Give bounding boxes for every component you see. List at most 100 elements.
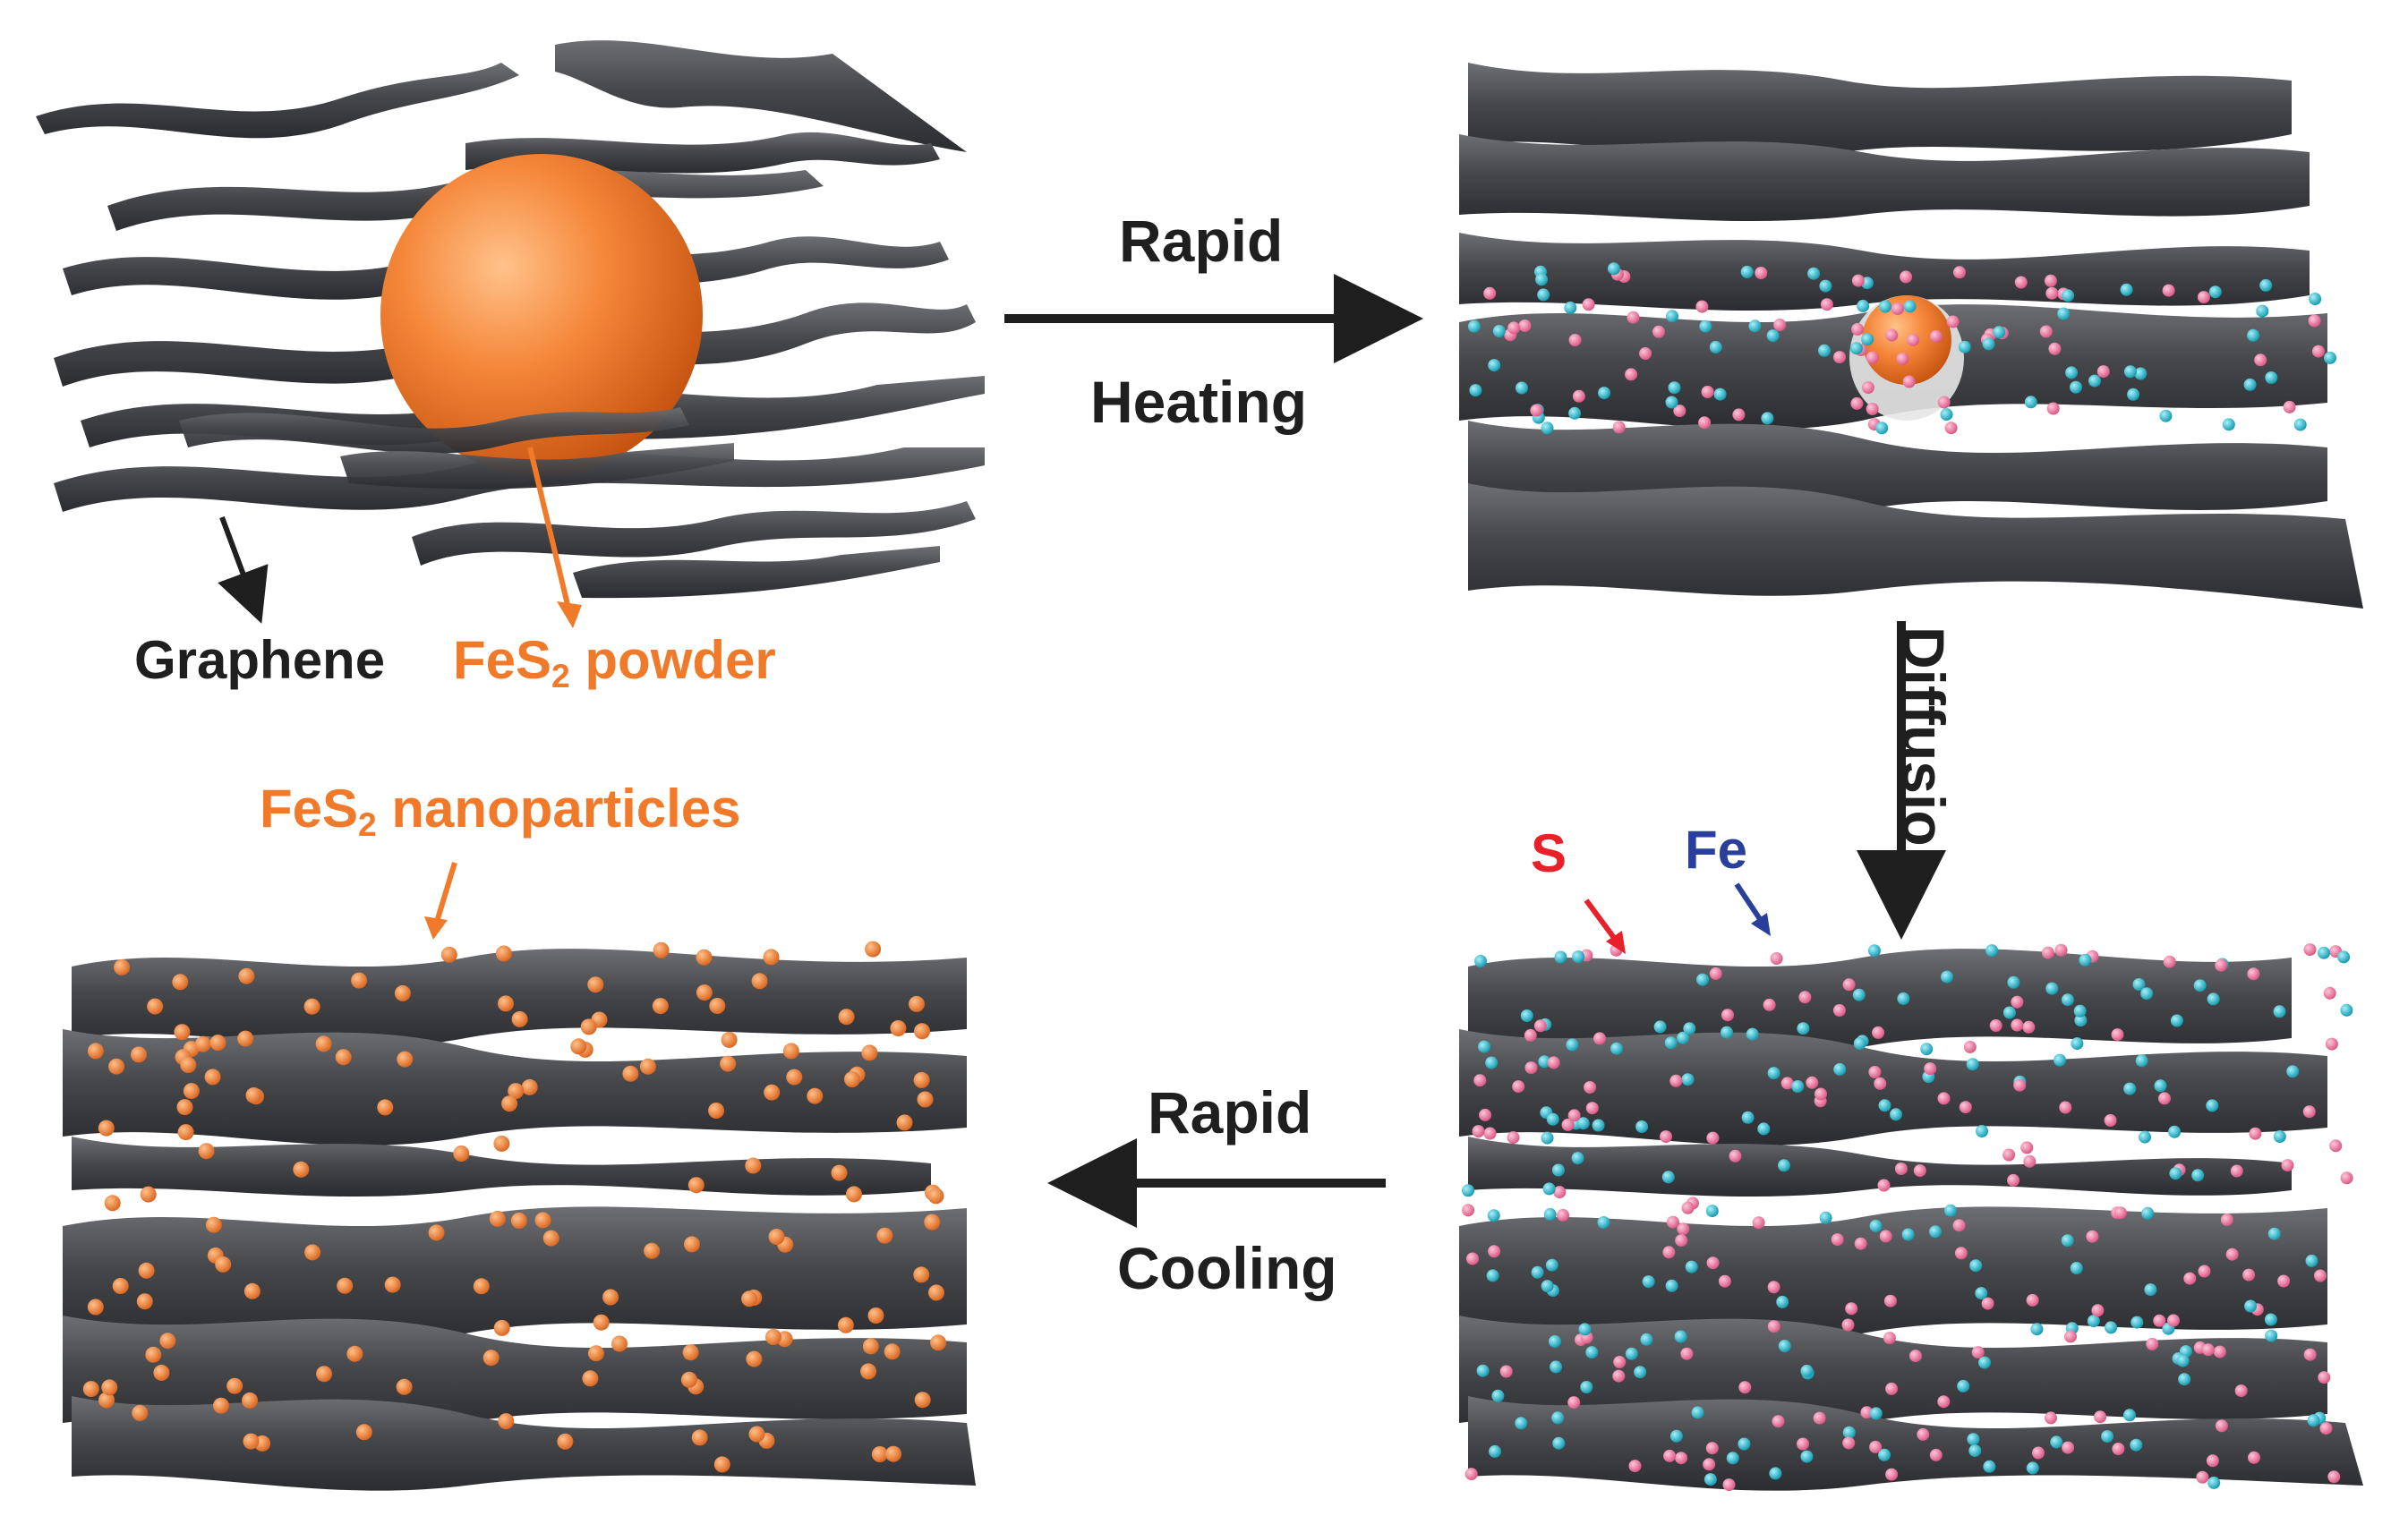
iron-atom <box>1537 288 1550 302</box>
sulfur-atom <box>1907 333 1920 346</box>
sulfur-atom <box>1831 1233 1844 1247</box>
iron-atom <box>1585 1346 1599 1359</box>
iron-atom <box>2050 1435 2063 1449</box>
iron-atom <box>2123 1082 2137 1095</box>
sulfur-atom <box>1512 1080 1525 1094</box>
iron-atom <box>1766 329 1780 343</box>
fes2-nanoparticle-dot <box>397 1051 414 1068</box>
fes2-nanoparticle-dot <box>493 1135 510 1152</box>
sulfur-atom <box>1681 1201 1695 1214</box>
iron-atom <box>1635 1120 1649 1133</box>
iron-atom <box>1978 1356 1991 1369</box>
sulfur-atom <box>2002 1148 2016 1162</box>
fes2-nanoparticle-dot <box>696 984 713 1001</box>
sulfur-atom <box>2247 967 2260 981</box>
fes2-nanoparticle-dot <box>498 995 514 1012</box>
sulfur-atom <box>2104 1114 2117 1127</box>
fes2-nanoparticle-dot <box>684 1236 700 1253</box>
iron-atom <box>2132 978 2146 991</box>
sulfur-atom <box>2064 1330 2077 1343</box>
fes2-nanoparticle-dot <box>114 958 131 975</box>
sulfur-atom <box>1780 1077 1794 1090</box>
sulfur-atom <box>2230 1164 2243 1178</box>
fes2-nanoparticle-dot <box>696 949 713 966</box>
iron-atom <box>1878 1448 1891 1461</box>
sulfur-atom <box>2111 1028 2124 1042</box>
iron-atom <box>1849 342 1863 355</box>
fes2-nanoparticle-dot <box>914 1392 931 1409</box>
sulfur-atom <box>2091 1304 2105 1317</box>
sulfur-atom <box>1767 1281 1780 1294</box>
sulfur-atom <box>1861 381 1874 394</box>
iron-atom <box>2141 1206 2155 1220</box>
sulfur-atom <box>2303 1348 2317 1361</box>
sulfur-pointer <box>1584 899 1619 943</box>
sulfur-atom <box>1557 1208 1569 1222</box>
iron-atom <box>1966 1058 1979 1071</box>
iron-atom <box>2264 1313 2277 1326</box>
fes2-nanoparticle-dot <box>807 1087 824 1104</box>
iron-atom <box>1535 273 1549 286</box>
sulfur-atom <box>1752 1216 1765 1230</box>
iron-atom <box>2273 1130 2286 1143</box>
fes2-nanoparticle-dot <box>860 1363 877 1380</box>
fes2-nanoparticle-dot <box>428 1224 445 1241</box>
fes2-nanoparticle-dot <box>180 1057 197 1073</box>
iron-atom <box>2002 1006 2016 1019</box>
fes2-nanoparticle-dot <box>844 1071 860 1087</box>
sulfur-atom <box>2014 276 2028 289</box>
fes2-nanoparticle-dot <box>680 1371 697 1388</box>
iron-atom <box>1681 1073 1695 1086</box>
fes2-nanoparticle-dot <box>917 1091 934 1108</box>
iron-atom <box>1704 1473 1717 1486</box>
iron-atom <box>2340 1003 2353 1017</box>
iron-atom <box>1580 1381 1593 1393</box>
iron-atom <box>1778 1340 1791 1352</box>
fes2-nanoparticle-dot <box>865 941 882 958</box>
sulfur-atom <box>1652 325 1665 338</box>
sulfur-atom <box>1891 302 1904 316</box>
sulfur-atom <box>1663 1449 1677 1462</box>
iron-atom <box>2073 1004 2087 1018</box>
sulfur-atom <box>1738 1381 1752 1394</box>
fes2-nanoparticle-dot <box>238 967 255 984</box>
sulfur-atom <box>1706 1256 1720 1270</box>
iron-atom <box>1967 1433 1980 1446</box>
iron-atom <box>1642 1275 1655 1289</box>
sulfur-atom <box>1729 1149 1742 1163</box>
iron-atom <box>1592 1119 1605 1132</box>
sulfur-atom <box>1909 1350 1922 1363</box>
fes2-powder-subscript: 2 <box>551 657 570 695</box>
sulfur-atom <box>2314 1269 2327 1282</box>
fes2-nanoparticle-dot <box>174 1024 191 1041</box>
sulfur-atom <box>2013 1078 2027 1092</box>
fes2-nanoparticle-dot <box>709 998 726 1014</box>
sulfur-atom <box>2041 946 2054 959</box>
sulfur-atom <box>1755 267 1768 279</box>
fes2-nanoparticle-dot <box>153 1364 170 1381</box>
iron-atom <box>1677 1031 1690 1044</box>
fes2-nanoparticle-dot <box>764 1084 781 1101</box>
iron-atom <box>2054 1053 2066 1067</box>
iron-atom <box>2088 374 2101 388</box>
iron-atom <box>1983 1460 1996 1473</box>
iron-atom <box>1542 1182 1556 1196</box>
iron-atom <box>1578 1323 1592 1336</box>
sulfur-atom <box>1959 1101 1972 1114</box>
sulfur-atom <box>2020 1141 2034 1154</box>
sulfur-atom <box>1639 347 1652 360</box>
iron-atom <box>2207 992 2220 1006</box>
iron-atom <box>2087 1315 2100 1328</box>
iron-atom <box>1462 1184 1474 1197</box>
sulfur-atom <box>1952 1219 1966 1232</box>
iron-atom <box>1726 1452 1739 1465</box>
iron-atom <box>2247 328 2260 342</box>
iron-atom <box>2123 365 2137 379</box>
sulfur-atom <box>1929 1448 1943 1461</box>
sulfur-atom <box>2153 1314 2166 1327</box>
iron-atom <box>1564 301 1577 314</box>
fes2-nanoparticle-dot <box>172 974 189 991</box>
fes2-nanoparticle-dot <box>489 1210 506 1227</box>
iron-atom <box>1492 325 1506 337</box>
iron-atom <box>2026 1461 2039 1475</box>
